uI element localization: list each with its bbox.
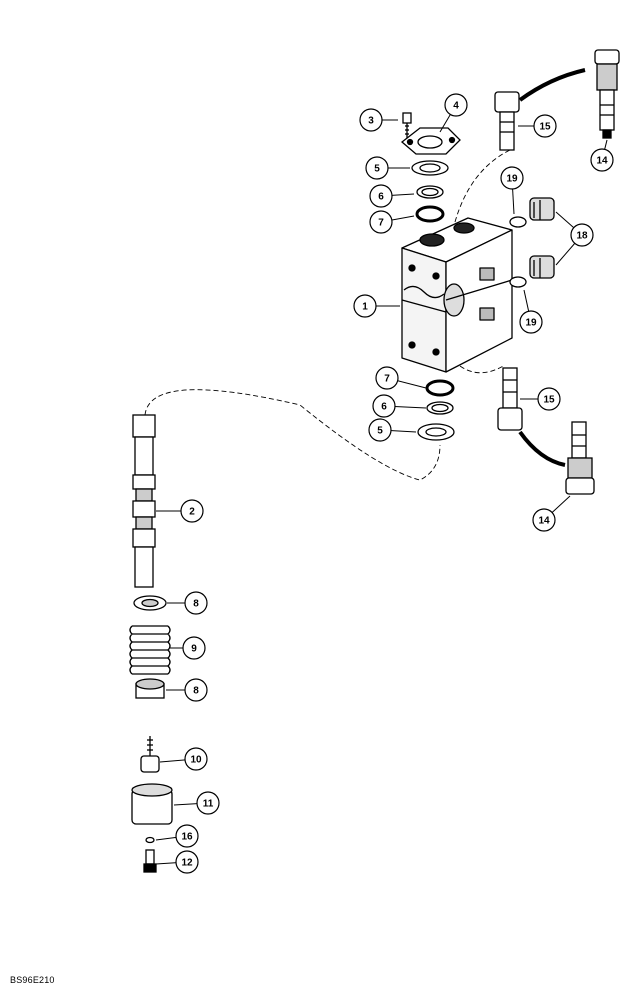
callout-label: 18: [576, 231, 588, 242]
callout-label: 2: [189, 507, 195, 518]
callout-11: 11: [173, 791, 220, 815]
relief-valve-bottom: [497, 367, 595, 495]
callout-label: 1: [362, 302, 368, 313]
end-cap-assembly: [131, 736, 173, 873]
callout-label: 12: [181, 858, 193, 869]
callout-circle: [180, 499, 204, 523]
callout-circle: [175, 850, 199, 874]
callout-circle: [369, 184, 393, 208]
spring-assembly: [129, 595, 171, 699]
callout-14: 14: [590, 139, 614, 172]
callout-circle: [570, 223, 594, 247]
callout-group: 3 4 5 6 7 1 7 6 5 15 14 19 18 19 15 14 2 8 9 8 10 11 16 12: [155, 93, 614, 874]
callout-19: 19: [519, 289, 543, 334]
bottom-seal-stack: [417, 379, 455, 441]
callout-circle: [175, 824, 199, 848]
callout-15: 15: [520, 387, 561, 411]
callout-label: 4: [453, 101, 459, 112]
callout-label: 14: [538, 516, 550, 527]
callout-label: 10: [190, 755, 202, 766]
top-seal-stack: [400, 112, 461, 223]
callout-circle: [372, 394, 396, 418]
drawing-reference-code: BS96E210: [10, 975, 55, 985]
callout-8: 8: [167, 591, 208, 615]
callout-circle: [537, 387, 561, 411]
callout-circle: [359, 108, 383, 132]
callout-4: 4: [439, 93, 468, 133]
relief-valve-top: [494, 49, 620, 151]
spool: [132, 414, 156, 588]
callout-6: 6: [372, 394, 427, 418]
callout-16: 16: [155, 824, 199, 848]
plugs-and-o-rings: [509, 197, 555, 288]
callout-9: 9: [170, 636, 206, 660]
callout-label: 15: [543, 395, 555, 406]
callout-label: 5: [374, 164, 380, 175]
callout-2: 2: [156, 499, 204, 523]
callout-label: 6: [378, 192, 384, 203]
callout-19: 19: [500, 166, 524, 215]
callout-circle: [444, 93, 468, 117]
assembly-line-spool: [144, 389, 441, 481]
callout-circle: [365, 156, 389, 180]
callout-circle: [182, 636, 206, 660]
assembly-line-bottom: [459, 364, 506, 374]
callout-3: 3: [359, 108, 398, 132]
callout-label: 19: [525, 318, 537, 329]
callout-label: 6: [381, 402, 387, 413]
callout-circle: [368, 418, 392, 442]
callout-circle: [369, 210, 393, 234]
callout-circle: [590, 148, 614, 172]
callout-12: 12: [155, 850, 199, 874]
callout-circle: [353, 294, 377, 318]
callout-label: 3: [368, 116, 374, 127]
callout-label: 9: [191, 644, 197, 655]
callout-6: 6: [369, 184, 415, 208]
callout-15: 15: [518, 114, 557, 138]
callout-label: 19: [506, 174, 518, 185]
callout-7: 7: [375, 366, 427, 390]
callout-label: 15: [539, 122, 551, 133]
callout-label: 8: [193, 686, 199, 697]
callout-18: 18: [555, 211, 594, 266]
callout-10: 10: [159, 747, 208, 771]
callout-circle: [519, 310, 543, 334]
callout-label: 7: [384, 374, 390, 385]
callout-label: 5: [377, 426, 383, 437]
callout-label: 11: [203, 799, 214, 810]
callout-14: 14: [532, 495, 571, 532]
callout-circle: [184, 678, 208, 702]
callout-circle: [532, 508, 556, 532]
valve-section-body: [401, 217, 513, 373]
callout-label: 16: [181, 832, 193, 843]
callout-circle: [196, 791, 220, 815]
callout-label: 14: [596, 156, 608, 167]
callout-7: 7: [369, 210, 415, 234]
callout-circle: [533, 114, 557, 138]
callout-circle: [184, 591, 208, 615]
callout-label: 8: [193, 599, 199, 610]
callout-5: 5: [365, 156, 410, 180]
callout-8: 8: [166, 678, 208, 702]
callout-5: 5: [368, 418, 417, 442]
callout-circle: [500, 166, 524, 190]
callout-label: 7: [378, 218, 384, 229]
callout-circle: [375, 366, 399, 390]
callout-circle: [184, 747, 208, 771]
callout-1: 1: [353, 294, 400, 318]
assembly-line-top: [454, 149, 511, 223]
